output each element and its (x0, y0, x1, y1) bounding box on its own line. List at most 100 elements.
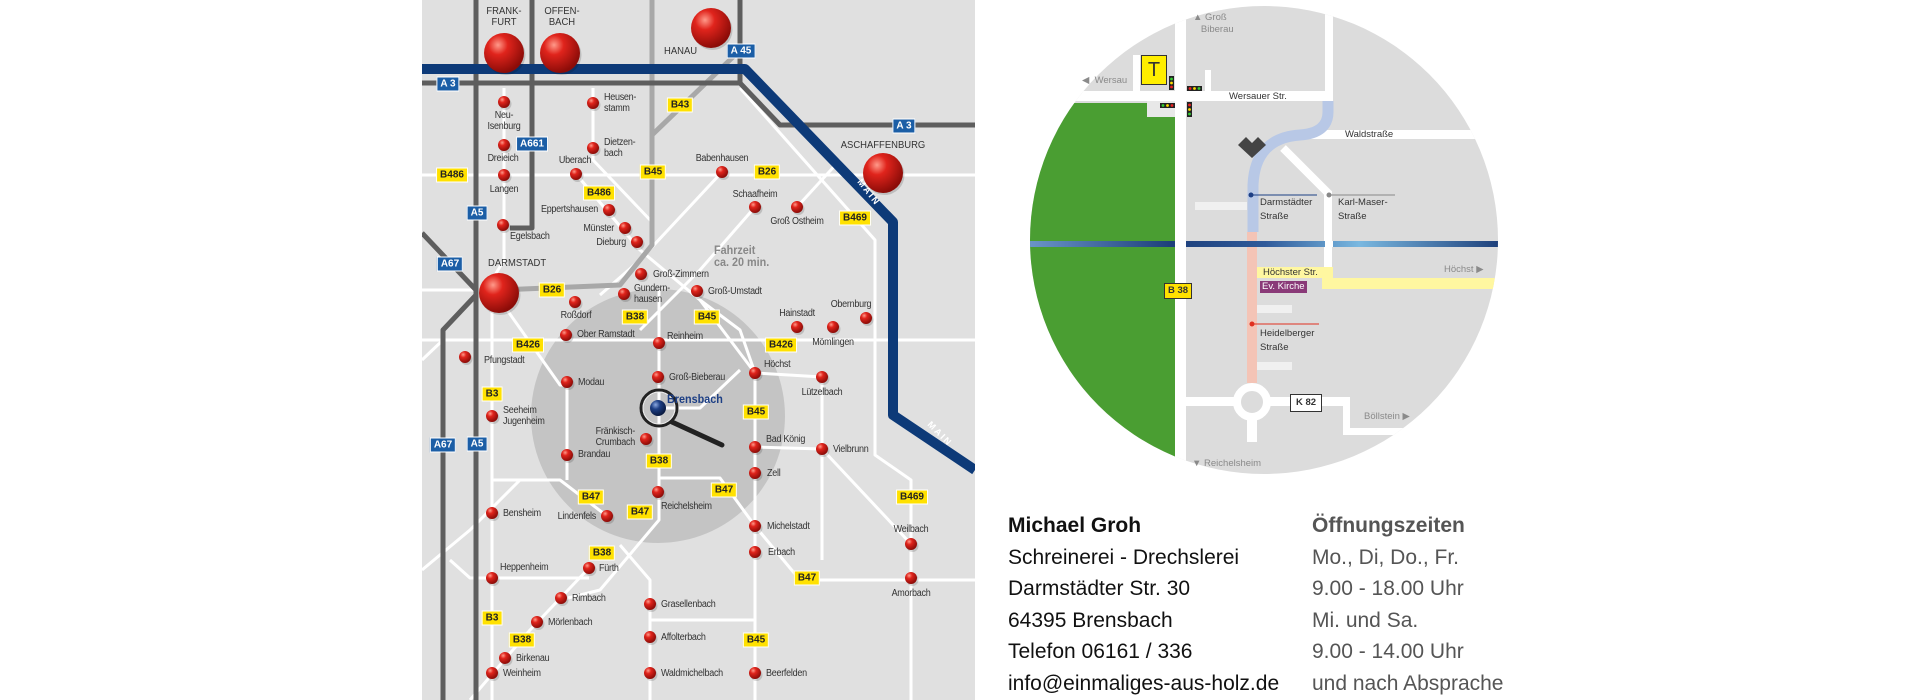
city-label: Groß-Zimmern (653, 269, 709, 280)
road-badge: B3 (481, 610, 503, 626)
city-label: Langen (489, 184, 519, 195)
road-badge: B45 (639, 164, 667, 180)
city-label: Eppertshausen (540, 204, 598, 215)
city-label: Münster (583, 223, 614, 234)
city-label: Grasellenbach (661, 599, 716, 610)
city-label: Reinheim (667, 331, 703, 342)
city-label: Neu- Isenburg (487, 110, 521, 132)
road-badge: B38 (645, 453, 673, 469)
city-marker (587, 142, 599, 154)
road (591, 88, 654, 224)
city-marker (555, 592, 567, 604)
contact-name: Michael Groh (1008, 514, 1142, 537)
city-label: Bad König (766, 434, 806, 445)
city-label: Rimbach (572, 593, 606, 604)
street-wald: Waldstraße (1345, 129, 1394, 140)
city-label: DARMSTADT (488, 257, 547, 269)
direction-hoechst: Höchst ▶ (1444, 264, 1484, 275)
street-darmstaedter: Darmstädter Straße (1260, 197, 1313, 222)
city-marker (498, 139, 510, 151)
city-label: Bensheim (503, 508, 541, 519)
road-badge: B47 (626, 504, 654, 520)
magnifier-icon (639, 388, 725, 448)
road-badge: B3 (481, 386, 503, 402)
city-label: Waldmichelbach (661, 668, 723, 679)
city-label: Weilbach (893, 524, 929, 535)
road-badge: A 3 (892, 118, 916, 134)
city-marker (540, 33, 580, 73)
city-marker (531, 616, 543, 628)
city-label: HANAU (664, 45, 698, 57)
hours-title: Öffnungszeiten (1312, 514, 1465, 537)
city-marker (479, 273, 519, 313)
city-marker (791, 201, 803, 213)
city-marker (691, 8, 731, 48)
city-label: Mörlenbach (548, 617, 593, 628)
city-marker (749, 367, 761, 379)
road (618, 544, 652, 700)
road-badge: B426 (765, 337, 797, 353)
hours-line: und nach Absprache (1312, 671, 1504, 695)
road-badge: A 3 (436, 76, 460, 92)
city-marker (905, 572, 917, 584)
city-label: Höchst (764, 359, 791, 370)
city-marker (653, 337, 665, 349)
city-label: Roßdorf (560, 310, 592, 321)
local-street-map (1030, 6, 1498, 474)
street-karl-maser: Karl-Maser- Straße (1338, 197, 1388, 222)
city-marker (716, 166, 728, 178)
city-label: Brandau (578, 449, 611, 460)
hours-line: 9.00 - 18.00 Uhr (1312, 577, 1464, 600)
city-marker (619, 222, 631, 234)
city-marker (583, 562, 595, 574)
city-marker (459, 351, 471, 363)
city-label: Groß-Bieberau (669, 372, 726, 383)
city-marker (560, 329, 572, 341)
city-marker (827, 321, 839, 333)
contact-street: Darmstädter Str. 30 (1008, 577, 1191, 600)
direction-wersau: ◀ Wersau (1082, 75, 1128, 86)
city-marker (749, 201, 761, 213)
city-marker (497, 219, 509, 231)
city-marker (652, 371, 664, 383)
road-badge: B38 (588, 545, 616, 561)
city-marker (561, 449, 573, 461)
road-badge: B47 (710, 482, 738, 498)
road-badge: A67 (436, 256, 464, 272)
city-marker (749, 667, 761, 679)
direction-reichelsheim: ▼ Reichelsheim (1192, 458, 1262, 469)
city-label: Egelsbach (510, 231, 550, 242)
road-badge: B38 (621, 309, 649, 325)
motorway-a3 (422, 80, 975, 128)
city-marker (905, 538, 917, 550)
city-marker (601, 510, 613, 522)
city-label: Babenhausen (695, 153, 749, 164)
city-label: Dieburg (596, 237, 626, 248)
city-marker (816, 371, 828, 383)
local-map: ▲ Groß Biberau ◀ Wersau Höchst ▶ Böllste… (1030, 0, 1500, 480)
road (422, 478, 522, 572)
church-label: Ev. Kirche (1260, 281, 1307, 293)
road (448, 558, 589, 580)
direction-boellstein: Böllstein ▶ (1364, 411, 1410, 422)
city-label: Vielbrunn (833, 444, 869, 455)
city-label: Pfungstadt (484, 355, 525, 366)
city-marker (652, 486, 664, 498)
hours-line: 9.00 - 14.00 Uhr (1312, 640, 1464, 663)
street-hoechster: Höchster Str. (1263, 267, 1318, 278)
city-label: Groß Ostheim (770, 216, 824, 227)
city-label: Erbach (768, 547, 795, 558)
home-town-label: Brensbach (667, 392, 723, 406)
city-label: ASCHAFFENBURG (840, 139, 926, 151)
city-label: FRANK- FURT (486, 5, 522, 28)
city-marker (486, 572, 498, 584)
contact-city: 64395 Brensbach (1008, 608, 1173, 632)
gas-station-icon: T (1141, 55, 1167, 85)
contact-email[interactable]: info@einmaliges-aus-holz.de (1008, 671, 1280, 695)
city-marker (644, 631, 656, 643)
city-marker (484, 33, 524, 73)
road-badge: B469 (896, 489, 928, 505)
road-badge: B45 (693, 309, 721, 325)
city-marker (486, 410, 498, 422)
motorway-a661 (510, 0, 535, 231)
